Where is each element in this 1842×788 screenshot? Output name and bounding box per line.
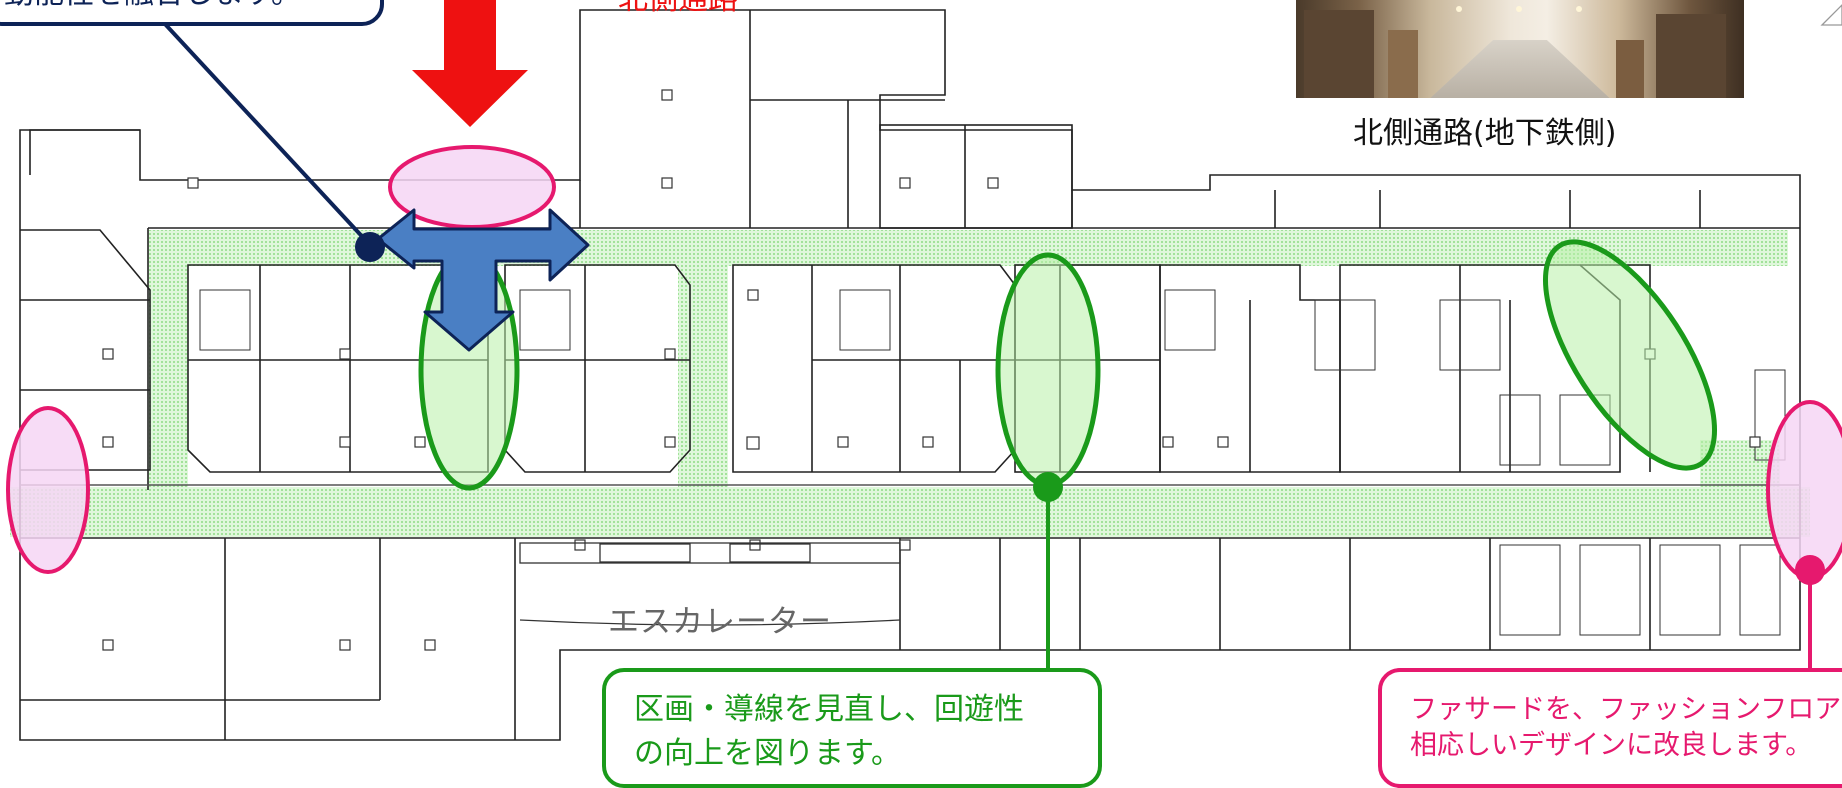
column-markers — [102, 89, 1761, 651]
entrance-arrow — [412, 0, 528, 127]
facade-improvement-zones — [6, 145, 1842, 580]
circulation-callout-line2: の向上を図ります。 — [634, 736, 901, 771]
circulation-callout: 区画・導線を見直し、回遊性 の向上を図ります。 — [602, 668, 1102, 788]
facade-callout: ファサードを、ファッションフロア 相応しいデザインに改良します。 — [1378, 668, 1842, 788]
escalator-drawing — [519, 542, 901, 626]
north-corridor-label: 北側通路 — [618, 0, 738, 18]
escalator-label: エスカレーター — [608, 604, 832, 640]
corner-triangle — [1820, 4, 1842, 26]
circulation-t-arrow — [376, 208, 590, 352]
top-left-callout: 動能性を融合します。 — [0, 0, 384, 26]
photo-caption: 北側通路(地下鉄側) — [1353, 116, 1617, 151]
floor-plan — [6, 0, 1842, 741]
north-corridor-photo — [1296, 0, 1744, 98]
circulation-callout-line1: 区画・導線を見直し、回遊性 — [634, 692, 1024, 727]
plan-walls — [19, 9, 1801, 741]
facade-callout-line2: 相応しいデザインに改良します。 — [1410, 730, 1813, 761]
circulation-improvement-zones — [418, 239, 1718, 491]
corridor-highlight — [10, 230, 1810, 537]
stairs — [199, 289, 1786, 636]
facade-callout-line1: ファサードを、ファッションフロア — [1410, 694, 1842, 725]
callout-leaders — [163, 22, 1825, 675]
top-left-callout-text: 動能性を融合します。 — [4, 0, 301, 11]
